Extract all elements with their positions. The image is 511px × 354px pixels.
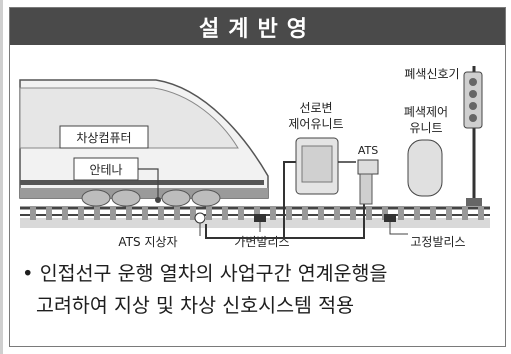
fixed-balise-marker xyxy=(384,214,396,222)
ats-label: ATS xyxy=(358,144,378,157)
caption-line-2-text: 고려하여 지상 및 차상 신호시스템 적용 xyxy=(36,294,355,317)
signal-lamp-3 xyxy=(469,102,477,110)
sleepers xyxy=(30,206,484,220)
panel-title: 설계반영 xyxy=(199,16,316,42)
signal-lamp-4 xyxy=(469,114,477,122)
antenna-leader xyxy=(138,168,159,198)
antenna-marker xyxy=(155,197,161,203)
blocking-control-unit-label-2: 유니트 xyxy=(409,121,442,135)
train-bogies xyxy=(81,189,221,207)
blocking-control-unit-label-1: 폐색제어 xyxy=(404,105,448,119)
blocking-signal-head xyxy=(463,71,483,129)
variable-balise-marker xyxy=(254,214,266,222)
ats-post xyxy=(359,173,373,205)
ats-ground-label: ATS 지상자 xyxy=(118,235,177,249)
onboard-computer-box xyxy=(59,125,149,149)
train-stripe xyxy=(20,180,264,185)
route-control-unit-label-2: 제어유니트 xyxy=(288,117,343,131)
signal-cable-2 xyxy=(284,188,365,239)
onboard-computer-label: 차상컴퓨터 xyxy=(76,131,131,145)
caption-line-1: • 인접선구 운행 열차의 사업구간 연계운행을 xyxy=(22,260,387,288)
blocking-signal-base xyxy=(466,198,482,206)
signal-lamp-2 xyxy=(469,90,477,98)
antenna-label: 안테나 xyxy=(89,163,122,177)
design-panel: 설계반영 xyxy=(9,7,506,347)
train-signal-diagram: 차상컴퓨터 안테나 ATS 지상자 가변발리스 고정발리스 선로변 제어유니트 xyxy=(19,66,490,249)
title-bar: 설계반영 xyxy=(10,8,505,45)
ballast-bed xyxy=(20,218,490,228)
caption-line-2: 고려하여 지상 및 차상 신호시스템 적용 xyxy=(36,292,354,320)
ats-box xyxy=(357,159,379,175)
train-skirt xyxy=(20,188,268,198)
fixed-balise-leader xyxy=(389,222,408,235)
ats-ground-marker xyxy=(194,212,206,224)
fixed-balise-label: 고정발리스 xyxy=(410,235,465,249)
signal-lamp-1 xyxy=(469,78,477,86)
bullet-mark: • xyxy=(22,262,34,285)
blocking-control-unit-cabinet xyxy=(407,139,443,197)
blocking-signal-label: 폐색신호기 xyxy=(404,67,459,81)
caption-line-1-text: 인접선구 운행 열차의 사업구간 연계운행을 xyxy=(39,262,388,285)
route-control-unit-door xyxy=(301,145,333,183)
route-control-unit-label-1: 선로변 xyxy=(299,101,332,115)
left-edge-strip xyxy=(0,0,3,354)
